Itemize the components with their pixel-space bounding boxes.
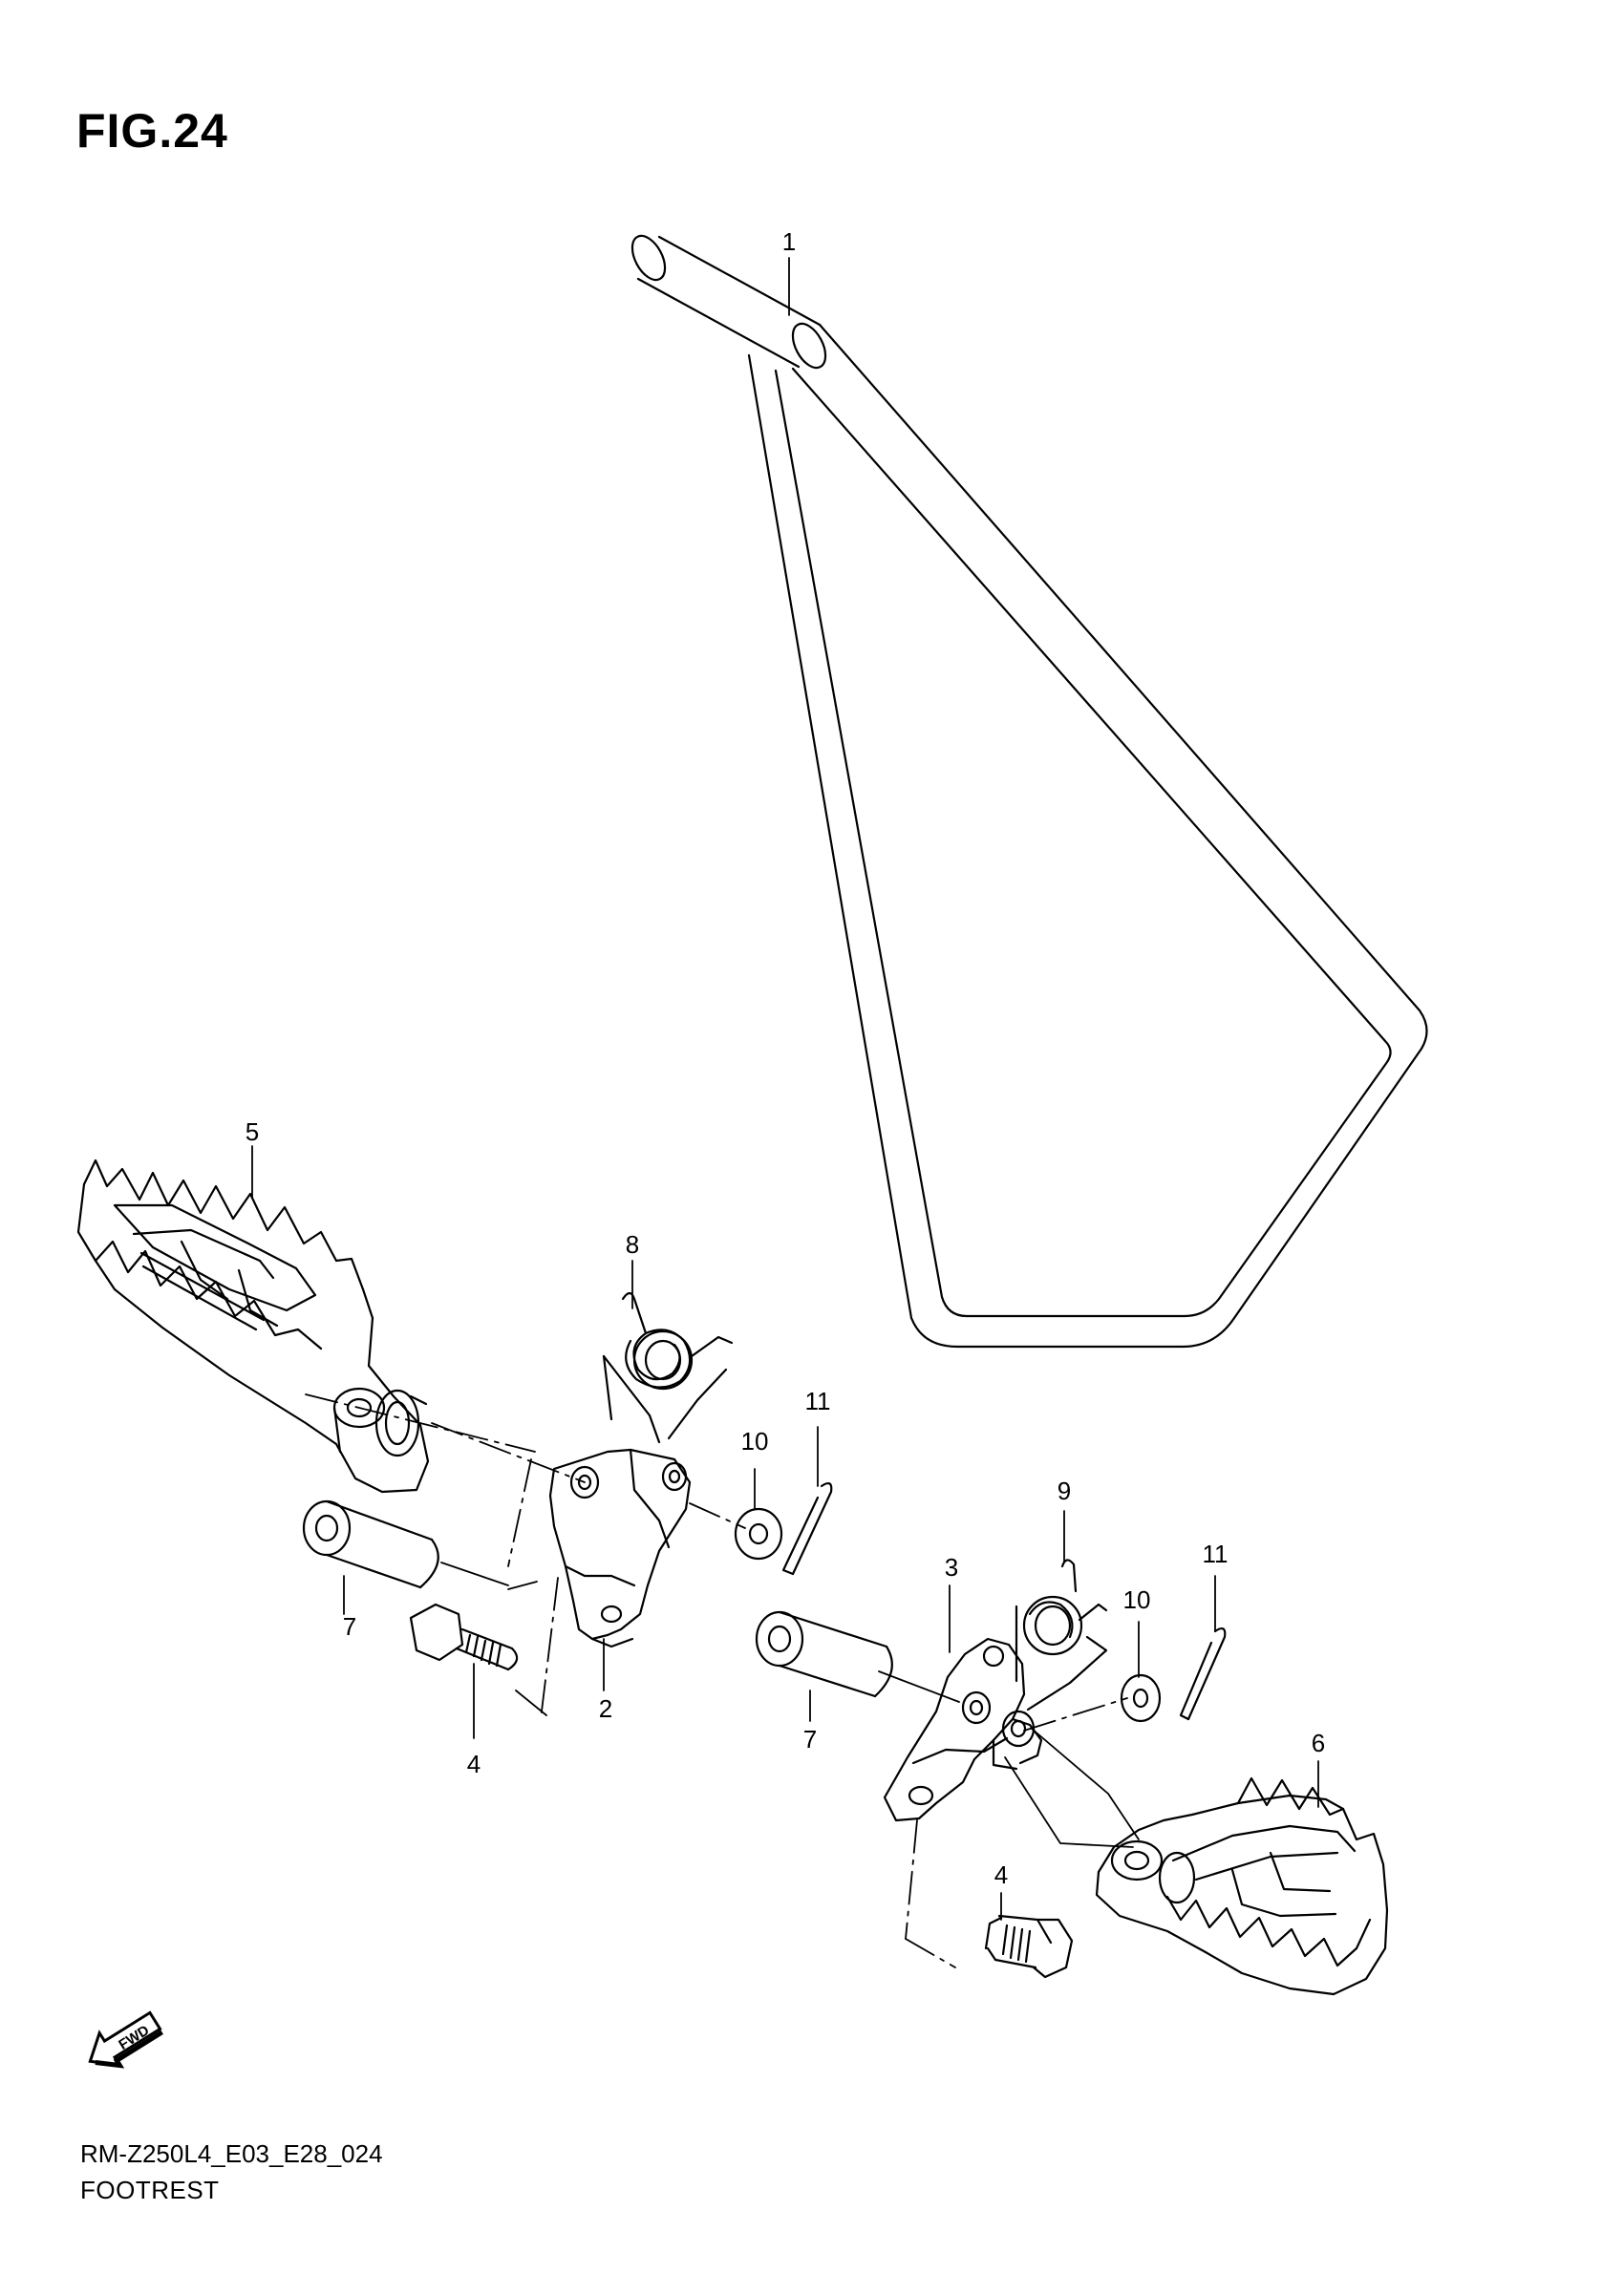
callout-11-left: 11 bbox=[805, 1387, 831, 1415]
fwd-arrow-icon: FWD bbox=[88, 2010, 163, 2069]
cotter-pin-right-part bbox=[1179, 1627, 1227, 1721]
callout-4-right: 4 bbox=[994, 1860, 1008, 1889]
callout-5: 5 bbox=[246, 1117, 259, 1146]
bolt-left-part bbox=[409, 1603, 519, 1671]
figure-title: FIG.24 bbox=[76, 104, 228, 158]
callout-1: 1 bbox=[782, 227, 796, 256]
callout-4-left: 4 bbox=[467, 1750, 481, 1778]
bolt-right-part bbox=[984, 1914, 1074, 1979]
pin-left-part bbox=[302, 1499, 439, 1589]
washer-right-part bbox=[1120, 1673, 1162, 1723]
pin-right-part bbox=[755, 1610, 893, 1698]
spring-left-part bbox=[602, 1291, 734, 1444]
callout-11-right: 11 bbox=[1203, 1540, 1229, 1568]
callout-3: 3 bbox=[945, 1553, 958, 1582]
figure-caption: FOOTREST bbox=[80, 2176, 220, 2204]
washer-left-part bbox=[734, 1507, 783, 1561]
footpeg-left-part bbox=[76, 1159, 430, 1494]
callout-2: 2 bbox=[599, 1694, 612, 1723]
spring-right-part bbox=[1015, 1559, 1108, 1711]
callout-10-right: 10 bbox=[1123, 1585, 1151, 1614]
callout-labels: 1 5 8 11 10 7 2 4 9 3 11 10 7 6 4 bbox=[246, 227, 1325, 1889]
callout-9: 9 bbox=[1058, 1477, 1071, 1505]
callout-7-left: 7 bbox=[343, 1612, 356, 1641]
figure-code: RM-Z250L4_E03_E28_024 bbox=[80, 2139, 383, 2168]
bracket-left-part bbox=[548, 1448, 692, 1648]
callout-10-left: 10 bbox=[741, 1427, 769, 1456]
stand-part bbox=[630, 234, 1428, 1349]
cotter-pin-left-part bbox=[781, 1482, 833, 1576]
bracket-right-part bbox=[883, 1637, 1043, 1822]
callout-6: 6 bbox=[1312, 1729, 1325, 1757]
callout-7-right: 7 bbox=[803, 1725, 817, 1754]
callout-8: 8 bbox=[626, 1230, 639, 1259]
footpeg-right-part bbox=[1095, 1776, 1389, 1996]
